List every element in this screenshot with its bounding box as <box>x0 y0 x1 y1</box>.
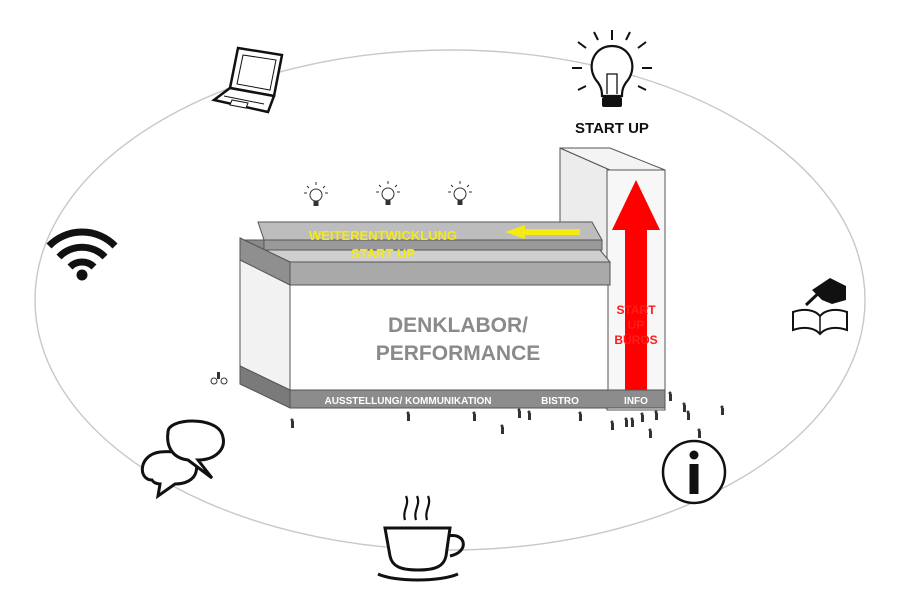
person-figure <box>578 411 582 421</box>
red-arrow-shaft <box>625 228 647 393</box>
startup-top-label: START UP <box>575 120 649 137</box>
laptop-icon <box>211 46 284 114</box>
person-figure <box>472 411 476 421</box>
person-figure <box>654 410 658 420</box>
person-figure <box>697 428 701 438</box>
person-figure <box>290 418 294 428</box>
weiter-label-1: WEITERENTWICKLUNG <box>309 228 457 243</box>
person-figure <box>682 402 686 412</box>
buero-label-3: BÜROS <box>614 332 657 347</box>
person-figure <box>720 405 724 415</box>
person-figure <box>517 408 521 418</box>
orbit-ellipse <box>34 49 866 551</box>
small-bulb-icon <box>448 181 472 205</box>
buero-label-2: UP <box>628 318 645 332</box>
person-figure <box>686 410 690 420</box>
small-bulb-icon <box>376 181 400 205</box>
small-bulbs <box>304 181 472 206</box>
cyclist-figure <box>210 372 228 385</box>
wifi-icon <box>46 228 118 281</box>
lightbulb-icon <box>572 30 652 107</box>
buero-label-1: START <box>616 303 656 317</box>
building-front <box>289 284 609 391</box>
info-icon <box>661 439 727 505</box>
person-figure <box>500 424 504 434</box>
weiter-label-2: START UP <box>351 246 415 261</box>
main-building: WEITERENTWICKLUNG START UP DENKLABOR/ PE… <box>239 221 666 409</box>
denklabor-label-2: PERFORMANCE <box>376 342 541 365</box>
lower-roof-front <box>289 261 611 286</box>
person-figure <box>610 420 614 430</box>
yellow-arrow <box>505 225 580 239</box>
speech-bubbles-icon <box>141 419 225 500</box>
person-figure <box>630 417 634 427</box>
red-arrow-head <box>612 180 660 230</box>
people-figures <box>210 372 724 438</box>
person-figure <box>668 391 672 401</box>
person-figure <box>640 412 644 422</box>
small-bulb-icon <box>304 182 328 206</box>
base-strip <box>289 389 666 409</box>
person-figure <box>527 410 531 420</box>
person-figure <box>648 428 652 438</box>
person-figure <box>406 411 410 421</box>
base-label-info: INFO <box>624 396 648 407</box>
person-figure <box>624 417 628 427</box>
base-label-bistro: BISTRO <box>541 396 579 407</box>
writing-hand-book-icon <box>792 278 848 336</box>
denklabor-label-1: DENKLABOR/ <box>388 314 528 337</box>
base-label-ausstellung: AUSSTELLUNG/ KOMMUNIKATION <box>324 396 491 407</box>
coffee-cup-icon <box>377 495 465 582</box>
